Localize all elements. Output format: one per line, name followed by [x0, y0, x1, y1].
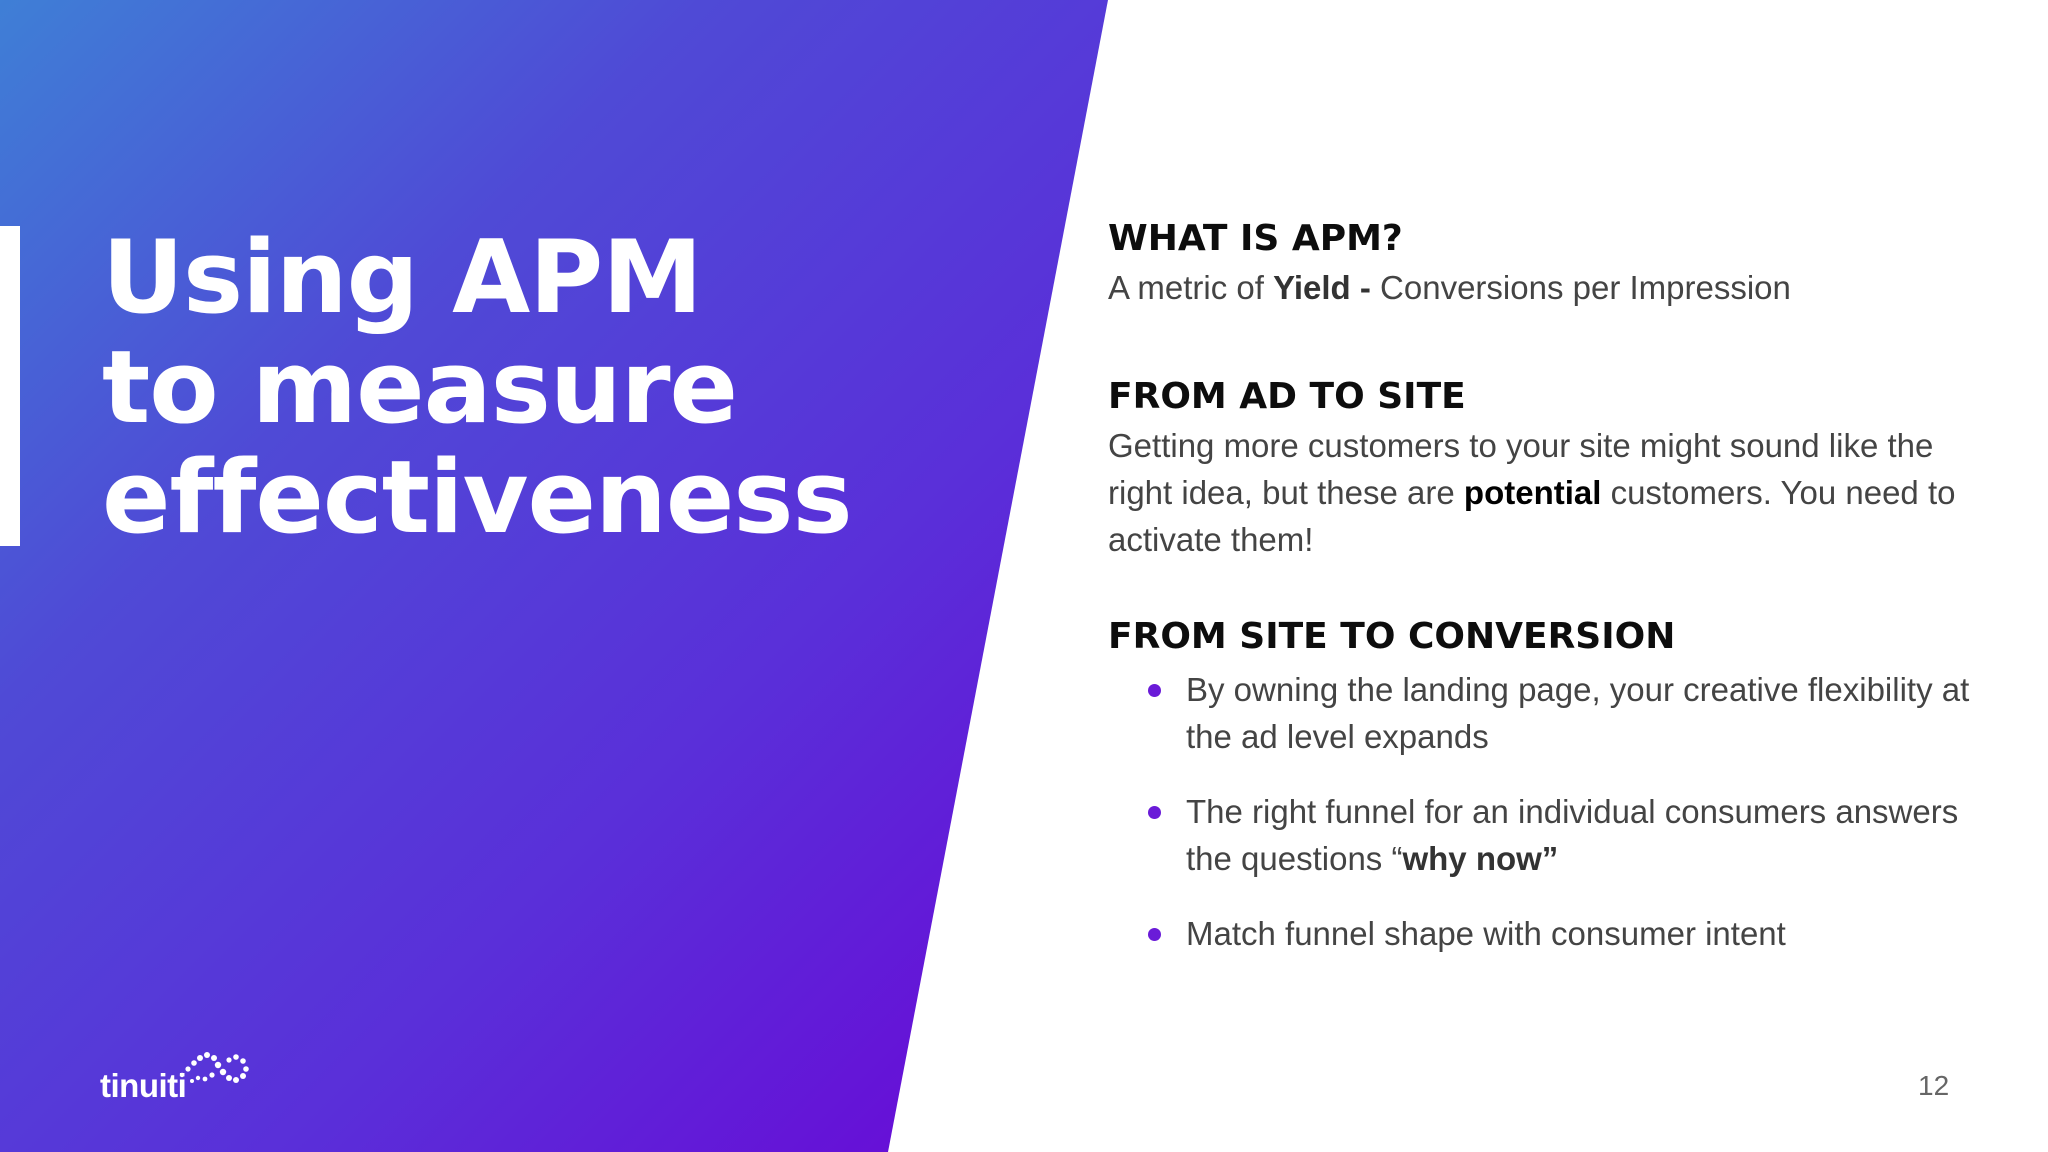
section-body: A metric of Yield - Conversions per Impr… [1108, 264, 1988, 311]
body-text-post: Conversions per Impression [1370, 269, 1791, 306]
bullet-item: By owning the landing page, your creativ… [1108, 666, 1988, 760]
logo-text: tinuiti [100, 1067, 187, 1104]
bullet-text: By owning the landing page, your creativ… [1186, 671, 1970, 755]
tinuiti-logo: tinuiti [100, 1045, 250, 1105]
section-ad-to-site: FROM AD TO SITE Getting more customers t… [1108, 372, 1988, 563]
section-heading: FROM SITE TO CONVERSION [1108, 616, 1676, 657]
section-what-is-apm: WHAT IS APM? A metric of Yield - Convers… [1108, 214, 1988, 311]
body-text-bold: Yield - [1273, 269, 1371, 306]
title-line-3: effectiveness [102, 438, 853, 556]
title-accent-bar [0, 226, 20, 546]
slide-title: Using APM to measure effectiveness [102, 218, 853, 556]
section-site-to-conversion: FROM SITE TO CONVERSION By owning the la… [1108, 612, 1988, 985]
bullet-dot-icon [1148, 684, 1161, 697]
bullet-text-bold: why now” [1402, 840, 1559, 877]
bullet-dot-icon [1148, 928, 1161, 941]
body-text-post: customers. You need to activate them! [1108, 474, 1956, 558]
title-line-2: to measure [102, 328, 738, 446]
section-heading: FROM AD TO SITE [1108, 376, 1466, 417]
section-body: Getting more customers to your site migh… [1108, 422, 1988, 563]
body-text-pre: Getting more customers to your site migh… [1108, 427, 1934, 511]
bullet-dot-icon [1148, 806, 1161, 819]
infinity-dots-icon [179, 1052, 249, 1083]
body-text-bold: potential [1463, 474, 1602, 511]
bullet-item: Match funnel shape with consumer intent [1108, 910, 1988, 957]
bullet-list: By owning the landing page, your creativ… [1108, 666, 1988, 957]
body-text-pre: A metric of [1108, 269, 1274, 306]
bullet-item: The right funnel for an individual consu… [1108, 788, 1988, 882]
bullet-text: Match funnel shape with consumer intent [1186, 915, 1786, 952]
section-heading: WHAT IS APM? [1108, 218, 1403, 259]
title-line-1: Using APM [102, 218, 703, 336]
bullet-text: The right funnel for an individual consu… [1186, 793, 1959, 877]
page-number: 12 [1918, 1070, 1950, 1101]
